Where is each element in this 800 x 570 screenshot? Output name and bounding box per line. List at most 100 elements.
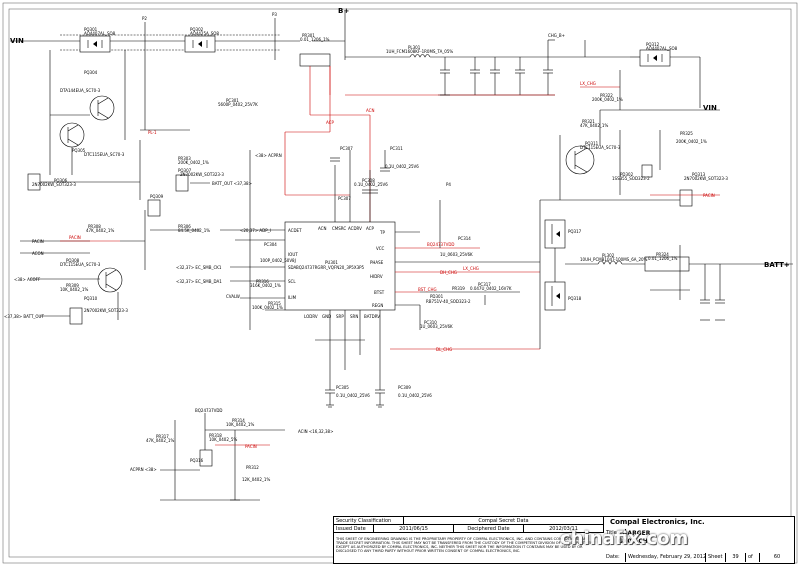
pq305-transistor	[59, 122, 85, 148]
ic-pin-phase: PHASE	[370, 260, 384, 265]
net-vin-left: VIN	[10, 37, 24, 45]
title-block: Security Classification Compal Secret Da…	[333, 516, 795, 564]
pc308-ref: PC308	[362, 178, 375, 183]
pc307-ref: PC307	[338, 196, 351, 201]
pl301-val: 1UH_FCM1608KF-1R0MS_TA_05%	[386, 49, 453, 54]
net-batt-out-right: BATT_OUT <37,38>	[212, 181, 252, 186]
net-acn: ACN	[366, 108, 374, 113]
watermark-logo: chinafix.com	[560, 528, 689, 549]
net-bplus: B+	[338, 7, 349, 15]
net-acin: ACIN <16,32,38>	[298, 429, 333, 434]
pc301-ref: PC301	[226, 98, 239, 103]
pq312-val: AO4407AL_SO8	[646, 46, 678, 51]
pr315-val: 100K_0402_1%	[252, 305, 283, 310]
pr324-val: 0.01_1206_1%	[648, 256, 678, 261]
title-label: Title	[604, 529, 626, 537]
net-acprn2: ACPRN <38>	[130, 467, 157, 472]
security-label: Security Classification	[334, 517, 404, 525]
net-smb-clk: <32,37> EC_SMB_CK1	[176, 265, 222, 270]
ic-pin-btst: BTST	[374, 290, 385, 295]
net-dh-chg: DH_CHG	[440, 270, 457, 275]
pl301-ref: PL301	[408, 45, 421, 50]
pq312-ref: PQ312	[646, 42, 660, 47]
net-pacin-right: PACIN	[703, 193, 715, 198]
pq309-ref: PQ309	[150, 194, 164, 199]
ic-bottom-pins: LODRV GND SRP SRN BATDRV	[304, 314, 380, 319]
pq305-ref: PQ305	[72, 148, 86, 153]
pq304-ref: PQ304	[84, 70, 98, 75]
right-network	[540, 40, 720, 201]
ic-right-wiring	[390, 200, 541, 350]
ic-pin-gnd: GND	[322, 314, 331, 319]
date-value: Wednesday, February 29, 2012	[628, 553, 706, 562]
pq310-val: 2N7002KW_SOT323-3	[84, 308, 128, 313]
pq304-val: DTA144EUA_SC70-3	[60, 88, 101, 93]
pq301-val: AO4407AL_SO8	[84, 31, 116, 36]
pq308-ref: PQ308	[66, 258, 80, 263]
net-bq-vdd2: BQ24737VDD	[195, 408, 223, 413]
pq302-mosfet	[184, 35, 216, 53]
pq307-ref: PQ307	[178, 168, 192, 173]
pq302-ref: PQ302	[190, 27, 204, 32]
net-acon-in: ACON	[32, 251, 44, 256]
output-stage	[554, 245, 793, 304]
ic-pin-acdrv: ACDRV	[348, 226, 362, 231]
net-pacin-bottom: PACIN	[245, 444, 257, 449]
net-lx-chg2: LX_CHG	[580, 81, 596, 86]
net-chg-bplus: CHG_B+	[548, 33, 565, 38]
pr308-ref: PR308	[88, 224, 101, 229]
bplus-caps	[438, 39, 555, 96]
pu301-val: BQ24737RGRR_VQFN20_3P5X3P5	[296, 265, 365, 270]
small-fets	[27, 164, 693, 467]
sense-lines	[284, 66, 555, 222]
ic-pin-scl: SCL	[288, 279, 296, 284]
pc304-ref: PC304	[264, 242, 277, 247]
pr301-val: 0.01_1206_1%	[300, 37, 330, 42]
inner-frame	[8, 8, 792, 558]
pq306-ref: PQ306	[54, 178, 68, 183]
pq313-ref: PQ313	[692, 172, 706, 177]
pq318-fet	[544, 281, 566, 311]
pq317-fet	[544, 219, 566, 249]
pr308-val: 47K_0402_1%	[86, 228, 114, 233]
pc304-val: 100P_0402_50V8J	[260, 258, 296, 263]
sheet-label: Sheet	[706, 553, 726, 562]
ic-pin-srn: SRN	[350, 314, 358, 319]
ic-pin-sda: SDA	[288, 265, 297, 270]
pl302-ref: PL302	[602, 253, 615, 258]
pc311-ref: PC311	[390, 146, 403, 151]
ic-pin-cmsrc: CMSRC	[332, 226, 346, 231]
acin-circuit	[160, 413, 285, 501]
pq308-transistor	[97, 267, 123, 293]
pu301-charger-ic	[284, 221, 396, 311]
pl302-val: 10UH_PCMB104T-100MS_6A_20%	[580, 257, 648, 262]
pc301-val: 5600P_0402_25V7K	[218, 102, 258, 107]
pc305-val: 0.1U_0402_25V6	[336, 393, 370, 398]
bottom-caps	[315, 310, 385, 405]
ic-pin-acn: ACN	[318, 226, 326, 231]
date-label: Date:	[604, 553, 626, 562]
pc305-ref: PC305	[336, 385, 349, 390]
net-p3: P3	[272, 12, 277, 17]
pr312-val: 12K_0402_1%	[242, 477, 270, 482]
pr325-ref: PR325	[680, 131, 693, 136]
pq316-ref: PQ316	[190, 458, 204, 463]
pc309-val: 0.1U_0402_25V6	[398, 393, 432, 398]
pr325-val: 200K_0402_1%	[676, 139, 707, 144]
pq308-val: DTC115EUA_SC70-3	[60, 262, 101, 267]
net-pacin-in: PACIN	[32, 239, 44, 244]
pq318-ref: PQ318	[568, 296, 582, 301]
pd302-ref: PD302	[620, 172, 634, 177]
ic-pin-vcc: VCC	[376, 246, 385, 251]
net-pacin-label: PACIN	[69, 235, 81, 240]
ic-pin-acdet: ACDET	[288, 228, 302, 233]
ic-top-caps	[330, 150, 390, 222]
pq311-transistor	[565, 145, 595, 175]
sheet-title: CHARGER	[618, 530, 651, 537]
pq317-ref: PQ317	[568, 229, 582, 234]
pd301-ref: PD301	[430, 294, 444, 299]
pq306-val: 2N7002KW_SOT323-3	[32, 182, 76, 187]
pr313-ref: PR316	[256, 279, 269, 284]
